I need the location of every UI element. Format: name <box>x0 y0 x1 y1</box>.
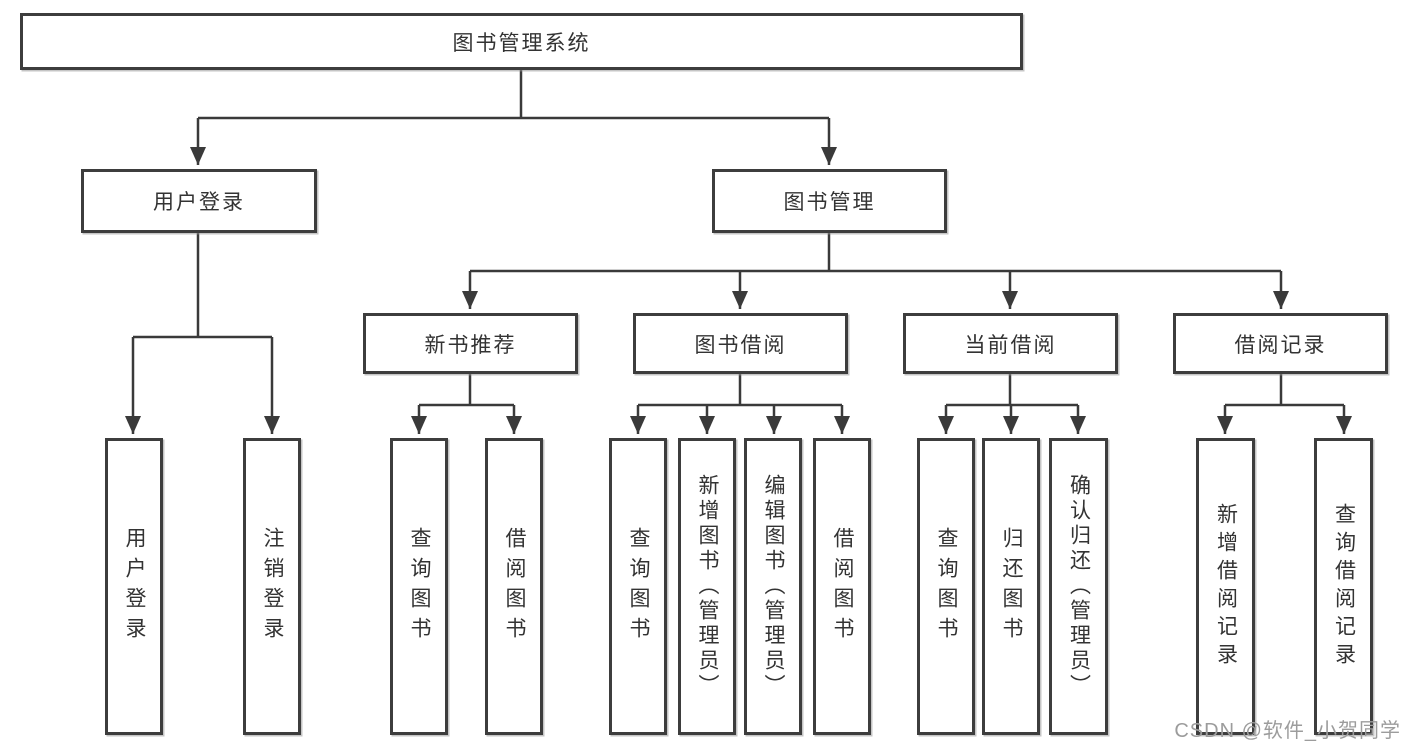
node-label: 查询图书 <box>935 526 958 647</box>
leaf-edit-books-admin: 编辑图书（管理员） <box>744 438 802 735</box>
leaf-logout: 注销登录 <box>243 438 301 735</box>
node-label: 图书管理系统 <box>452 31 591 55</box>
node-label: 用户登录 <box>123 526 146 647</box>
leaf-borrowing-borrow-books: 借阅图书 <box>813 438 871 735</box>
node-label: 图书管理 <box>783 191 876 214</box>
node-label: 编辑图书（管理员） <box>762 474 785 699</box>
node-label: 当前借阅 <box>964 333 1057 357</box>
node-library-management-system: 图书管理系统 <box>20 13 1023 70</box>
node-label: 归还图书 <box>1000 526 1023 647</box>
node-new-book-recommendation: 新书推荐 <box>363 313 578 374</box>
node-label: 查询图书 <box>627 526 650 647</box>
node-label: 注销登录 <box>261 526 284 647</box>
node-label: 图书借阅 <box>694 333 787 357</box>
leaf-current-query-books: 查询图书 <box>917 438 975 735</box>
node-label: 借阅图书 <box>831 526 854 647</box>
node-current-borrowing: 当前借阅 <box>903 313 1118 374</box>
leaf-return-books: 归还图书 <box>982 438 1040 735</box>
node-borrowing-records: 借阅记录 <box>1173 313 1388 374</box>
node-label: 借阅记录 <box>1234 333 1327 357</box>
node-label: 新增图书（管理员） <box>696 474 719 699</box>
leaf-borrowing-query-books: 查询图书 <box>609 438 667 735</box>
watermark: CSDN @软件_小贺同学 <box>1174 720 1401 742</box>
leaf-add-borrow-record: 新增借阅记录 <box>1196 438 1255 735</box>
node-label: 用户登录 <box>153 191 245 214</box>
node-label: 查询借阅记录 <box>1332 502 1356 671</box>
leaf-confirm-return-admin: 确认归还（管理员） <box>1049 438 1108 735</box>
leaf-add-books-admin: 新增图书（管理员） <box>678 438 736 735</box>
node-label: 确认归还（管理员） <box>1067 474 1091 699</box>
node-book-borrowing: 图书借阅 <box>633 313 848 374</box>
node-label: 新增借阅记录 <box>1214 502 1238 671</box>
node-user-login: 用户登录 <box>81 169 317 233</box>
leaf-recommend-query-books: 查询图书 <box>390 438 448 735</box>
node-book-management: 图书管理 <box>712 169 947 233</box>
leaf-user-login: 用户登录 <box>105 438 163 735</box>
leaf-recommend-borrow-books: 借阅图书 <box>485 438 543 735</box>
node-label: 借阅图书 <box>503 526 526 647</box>
leaf-query-borrow-record: 查询借阅记录 <box>1314 438 1373 735</box>
node-label: 查询图书 <box>408 526 431 647</box>
node-label: 新书推荐 <box>424 333 517 357</box>
